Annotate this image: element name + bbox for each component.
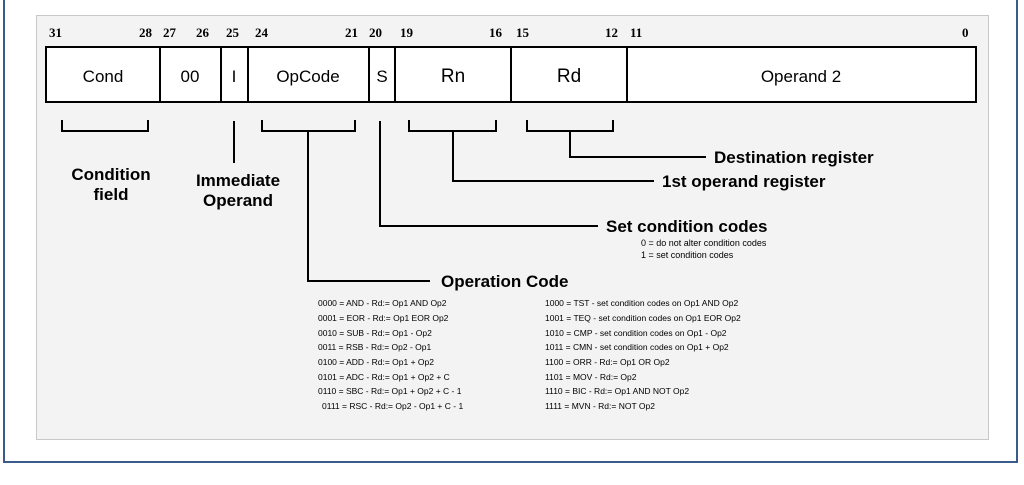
field-cond: Cond <box>83 67 124 86</box>
leader-line <box>379 121 598 227</box>
bit-28: 28 <box>139 25 153 40</box>
bit-31: 31 <box>49 25 62 40</box>
opcode-row: 1001 = TEQ - set condition codes on Op1 … <box>545 313 741 323</box>
opcode-row: 0101 = ADC - Rd:= Op1 + Op2 + C <box>318 372 450 382</box>
opcode-row: 1110 = BIC - Rd:= Op1 AND NOT Op2 <box>545 386 689 396</box>
bit-11: 11 <box>630 25 642 40</box>
opcode-row: 1101 = MOV - Rd:= Op2 <box>545 372 637 382</box>
label-operand: Operand <box>203 191 273 210</box>
opcode-table-right: 1000 = TST - set condition codes on Op1 … <box>545 298 741 411</box>
field-i: I <box>232 67 237 86</box>
bit-0: 0 <box>962 25 969 40</box>
bit-number-row: 31 28 27 26 25 24 21 20 19 16 15 12 11 0 <box>49 25 969 40</box>
leader-line <box>569 131 706 158</box>
opcode-row: 1100 = ORR - Rd:= Op1 OR Op2 <box>545 357 670 367</box>
field-00: 00 <box>181 67 200 86</box>
bit-16: 16 <box>489 25 503 40</box>
field-rd: Rd <box>557 66 581 87</box>
opcode-row: 0100 = ADD - Rd:= Op1 + Op2 <box>318 357 434 367</box>
label-set-condition-codes: Set condition codes <box>606 217 768 236</box>
leader-s <box>379 121 598 227</box>
label-immediate: Immediate <box>196 171 280 190</box>
bracket <box>408 120 497 132</box>
bracket <box>261 120 356 132</box>
bracket-rd <box>526 120 706 158</box>
bracket <box>526 120 614 132</box>
label-condition: Condition <box>71 165 150 184</box>
bit-25: 25 <box>226 25 240 40</box>
bracket-condition <box>61 120 149 132</box>
label-set-condition-1: 1 = set condition codes <box>641 250 734 260</box>
bit-19: 19 <box>400 25 414 40</box>
bit-21: 21 <box>345 25 358 40</box>
bit-20: 20 <box>369 25 382 40</box>
opcode-row: 1111 = MVN - Rd:= NOT Op2 <box>545 401 655 411</box>
bit-12: 12 <box>605 25 618 40</box>
leader-line <box>307 131 430 282</box>
opcode-row: 0010 = SUB - Rd:= Op1 - Op2 <box>318 328 432 338</box>
label-condition-field: field <box>94 185 129 204</box>
bracket-opcode <box>261 120 430 282</box>
opcode-row: 0001 = EOR - Rd:= Op1 EOR Op2 <box>318 313 449 323</box>
bit-26: 26 <box>196 25 210 40</box>
label-set-condition-0: 0 = do not alter condition codes <box>641 238 767 248</box>
bracket <box>61 120 149 132</box>
bit-15: 15 <box>516 25 530 40</box>
opcode-row: 0011 = RSB - Rd:= Op2 - Op1 <box>318 342 432 352</box>
field-rn: Rn <box>441 66 465 87</box>
opcode-row: 1000 = TST - set condition codes on Op1 … <box>545 298 738 308</box>
bracket-rn <box>408 120 654 182</box>
field-operand2: Operand 2 <box>761 67 841 86</box>
opcode-row: 0111 = RSC - Rd:= Op2 - Op1 + C - 1 <box>322 401 463 411</box>
opcode-row: 0000 = AND - Rd:= Op1 AND Op2 <box>318 298 447 308</box>
opcode-table-left: 0000 = AND - Rd:= Op1 AND Op2 0001 = EOR… <box>318 298 463 411</box>
opcode-row: 1011 = CMN - set condition codes on Op1 … <box>545 342 729 352</box>
bit-27: 27 <box>163 25 177 40</box>
opcode-row: 0110 = SBC - Rd:= Op1 + Op2 + C - 1 <box>318 386 462 396</box>
leader-line <box>452 131 654 182</box>
field-opcode: OpCode <box>276 67 339 86</box>
label-operation-code: Operation Code <box>441 272 569 291</box>
field-s: S <box>376 67 387 86</box>
label-destination-register: Destination register <box>714 148 874 167</box>
opcode-row: 1010 = CMP - set condition codes on Op1 … <box>545 328 727 338</box>
bit-24: 24 <box>255 25 269 40</box>
instruction-word: Cond 00 I OpCode S Rn Rd Operand 2 <box>45 46 977 103</box>
label-first-operand-register: 1st operand register <box>662 172 826 191</box>
